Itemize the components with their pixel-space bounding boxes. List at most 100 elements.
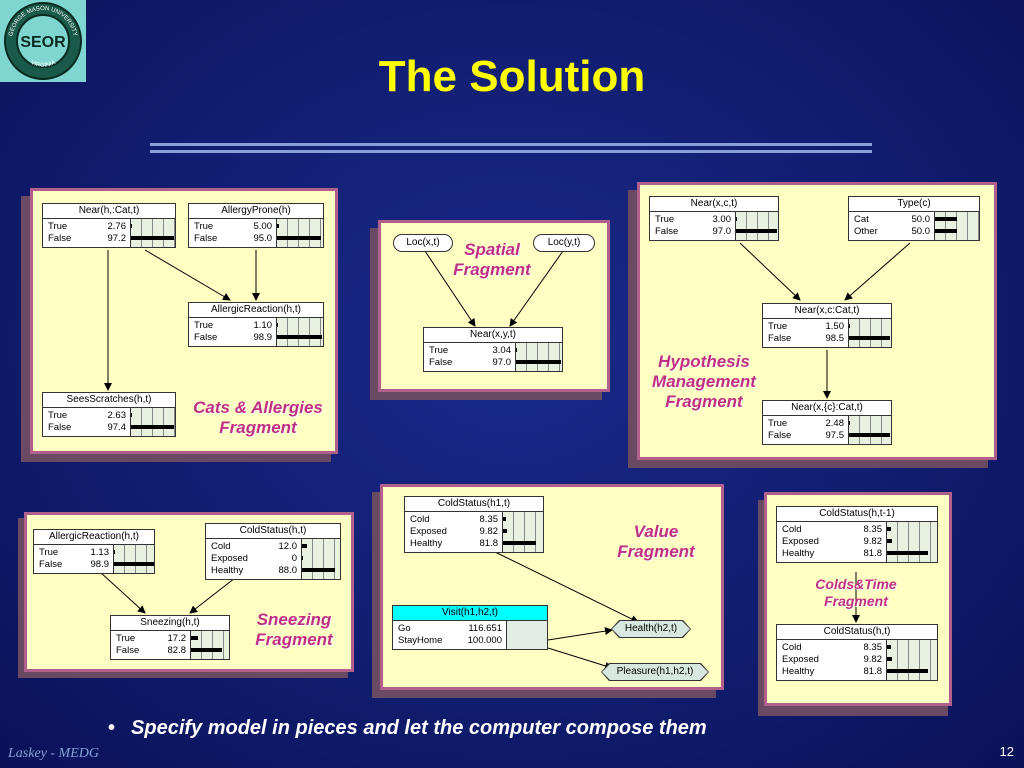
state-label: True — [768, 321, 788, 332]
state-value: 0 — [291, 553, 297, 564]
logo-ring-bottom: VIRGINIA — [29, 60, 56, 69]
title-rule-top — [150, 143, 872, 146]
arrow-cold-to-sneeze — [189, 577, 236, 614]
state-label: Go — [398, 623, 411, 634]
arrow-locx-to-near — [424, 250, 476, 327]
node-title: SeesScratches(h,t) — [43, 393, 175, 408]
state-value: 97.4 — [107, 422, 126, 433]
state-value: 12.0 — [278, 541, 297, 552]
pleasure-node: Pleasure(h1,h2,t) — [602, 664, 708, 680]
state-value: 81.8 — [863, 666, 883, 677]
state-value: 8.35 — [479, 514, 498, 525]
node-title: AllergicReaction(h,t) — [34, 530, 154, 545]
loc-y-node: Loc(y,t) — [533, 234, 595, 252]
probability-bar — [887, 657, 892, 661]
arrow-reaction-to-sneeze — [99, 571, 146, 614]
state-value: 1.50 — [825, 321, 844, 332]
title-rule-bottom — [150, 150, 872, 153]
node-title: Near(x,{c}:Cat,t) — [763, 401, 891, 416]
slide-title: The Solution — [378, 52, 646, 101]
node-title: Type(c) — [849, 197, 979, 212]
state-label: True — [48, 410, 68, 421]
bullet-dot: • — [108, 717, 116, 739]
arrow-visit-to-health — [547, 627, 613, 641]
seor-logo: SEOR GEORGE MASON UNIVERSITY VIRGINIA — [0, 0, 86, 82]
probability-bar — [848, 421, 851, 425]
probability-bar — [934, 217, 957, 221]
node-title: AllergicReaction(h,t) — [189, 303, 323, 318]
cats-fragment-label: Cats & Allergies Fragment — [193, 398, 323, 437]
probability-bar — [887, 645, 892, 649]
probability-bar — [114, 550, 115, 554]
state-label: StayHome — [398, 635, 443, 646]
arrow-locy-to-near — [509, 250, 564, 327]
state-label: Cold — [211, 541, 231, 552]
state-value: 3.04 — [492, 345, 511, 356]
probability-bar — [191, 636, 198, 640]
probability-bar — [735, 217, 738, 221]
loc-x-node: Loc(x,t) — [393, 234, 453, 252]
state-label: Healthy — [782, 666, 815, 677]
state-label: Other — [854, 226, 878, 237]
probability-bar — [515, 360, 561, 364]
probability-bar — [887, 539, 892, 543]
node-title: Near(x,c,t) — [650, 197, 778, 212]
arrow-nearxc-to-nearcat — [739, 242, 801, 301]
state-value: 8.35 — [863, 524, 883, 535]
coldtime-fragment-label: Colds&Time Fragment — [815, 576, 897, 609]
node-title: Near(x,y,t) — [424, 328, 562, 343]
state-value: 9.82 — [479, 526, 498, 537]
probability-bar — [130, 236, 174, 240]
probability-bar — [191, 648, 223, 652]
state-value: 98.9 — [253, 332, 272, 343]
svg-text:VIRGINIA: VIRGINIA — [29, 60, 56, 69]
state-value: 3.00 — [712, 214, 731, 225]
state-label: False — [194, 233, 218, 244]
logo-text: SEOR — [20, 34, 66, 51]
probability-bar — [130, 413, 133, 417]
probability-bar — [848, 433, 890, 437]
state-value: 9.82 — [863, 536, 883, 547]
node-title: ColdStatus(h1,t) — [405, 497, 543, 512]
state-value: 100.000 — [467, 635, 502, 646]
probability-bar — [276, 236, 321, 240]
value-panel — [380, 484, 724, 690]
probability-bar — [130, 425, 174, 429]
state-label: True — [194, 221, 214, 232]
node-title: AllergyProne(h) — [189, 204, 323, 219]
state-label: True — [48, 221, 68, 232]
node-title: ColdStatus(h,t) — [206, 524, 340, 539]
state-label: False — [768, 333, 792, 344]
state-value: 17.2 — [167, 633, 187, 644]
value-fragment-label: Value Fragment — [617, 522, 695, 561]
probability-bar — [887, 669, 928, 673]
bullet-item: •Specify model in pieces and let the com… — [108, 717, 707, 740]
probability-bar — [276, 224, 280, 228]
probability-bar — [301, 544, 307, 548]
health-node: Health(h2,t) — [612, 621, 690, 637]
probability-bar — [502, 541, 536, 545]
state-label: False — [429, 357, 453, 368]
footer-author: Laskey - MEDG — [8, 746, 99, 761]
state-value: 88.0 — [278, 565, 297, 576]
state-value: 1.13 — [90, 547, 110, 558]
probability-bar — [934, 229, 957, 233]
state-value: 95.0 — [253, 233, 272, 244]
state-value: 2.63 — [107, 410, 126, 421]
state-value: 5.00 — [253, 221, 272, 232]
state-value: 50.0 — [911, 226, 930, 237]
arrow-cold-to-health — [494, 551, 639, 623]
state-value: 97.2 — [107, 233, 126, 244]
state-value: 82.8 — [167, 645, 187, 656]
probability-bar — [515, 348, 518, 352]
probability-bar — [502, 517, 507, 521]
probability-bar — [502, 529, 507, 533]
state-value: 1.10 — [253, 320, 272, 331]
node-title: ColdStatus(h,t) — [777, 625, 937, 640]
node-title: Visit(h1,h2,t) — [393, 606, 547, 621]
node-title: Near(x,c:Cat,t) — [763, 304, 891, 319]
